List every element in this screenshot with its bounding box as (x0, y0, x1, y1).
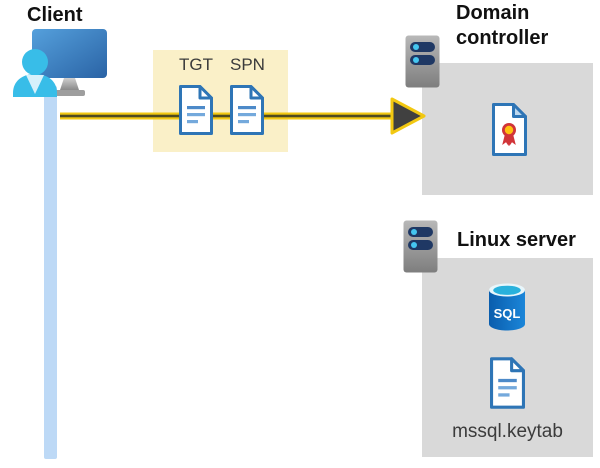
spn-document-icon (230, 85, 264, 135)
tgt-label: TGT (179, 55, 213, 74)
certificate-icon (492, 103, 527, 156)
user-collar (26, 75, 44, 94)
keytab-document-icon (490, 357, 525, 409)
sql-label: SQL (494, 306, 521, 321)
monitor-icon (32, 29, 107, 78)
client-workstation-icon (12, 27, 108, 97)
spn-label: SPN (230, 55, 265, 74)
domain-controller-title: Domain controller (456, 2, 549, 49)
client-title: Client (27, 4, 83, 26)
keytab-filename-label: mssql.keytab (452, 421, 563, 442)
linux-server-icon (403, 220, 438, 273)
tgt-document-icon (179, 85, 213, 135)
user-icon (22, 49, 48, 75)
client-connection-line (44, 86, 57, 459)
monitor-stand (60, 78, 79, 90)
auth-request-arrow (58, 97, 428, 135)
monitor-base (55, 90, 85, 96)
domain-controller-server-icon (405, 35, 440, 88)
arrowhead-icon (390, 97, 426, 135)
linux-server-title: Linux server (457, 229, 576, 251)
sql-database-icon: SQL (488, 283, 526, 331)
ticket-box (153, 50, 288, 152)
